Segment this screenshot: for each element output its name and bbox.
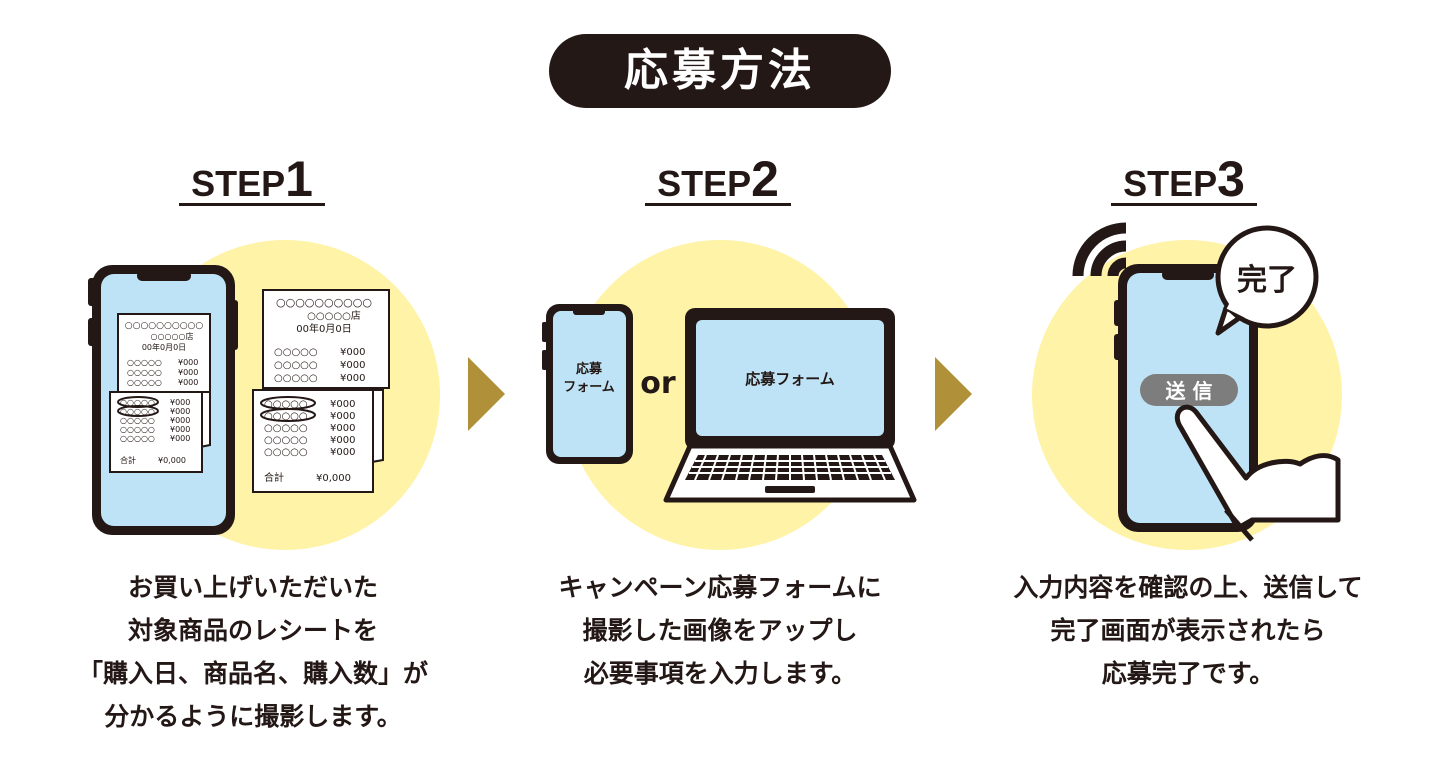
receipt-item: ○○○○○ [274, 373, 318, 384]
receipt-item: ○○○○○ [120, 425, 155, 434]
signal-icon [1072, 222, 1127, 277]
receipt-date: 00年0月0日 [142, 342, 186, 352]
step1-phone-receipt-top: ○○○○○○○○○○ ○○○○○店 00年0月0日 ○○○○○ ¥000 ○○○… [117, 313, 211, 393]
receipt-item: ○○○○○ [120, 434, 155, 443]
receipt-item: ○○○○○ [264, 423, 308, 434]
page-title: 応募方法 [549, 34, 891, 108]
step2-description: キャンペーン応募フォームに 撮影した画像をアップし 必要事項を入力します。 [500, 566, 940, 695]
step3-description-line: 応募完了です。 [1101, 659, 1275, 688]
step1-receipt-top: ○○○○○○○○○○ ○○○○○店 00年0月0日 ○○○○○ ¥000 ○○○… [262, 289, 390, 389]
step2-label: STEP [657, 163, 752, 204]
receipt-item: ○○○○○ [264, 399, 308, 410]
step2-laptop: 応募フォーム [663, 308, 917, 503]
receipt-shop-name: ○○○○○店 [307, 309, 361, 322]
receipt-price: ¥000 [330, 399, 355, 410]
receipt-price: ¥000 [330, 447, 355, 458]
phone-form-label-2: フォーム [563, 380, 615, 395]
step3-description-line: 完了画面が表示されたら [1050, 616, 1326, 645]
receipt-total-label: 合計 [120, 455, 136, 465]
receipt-shop-dots: ○○○○○○○○○○ [125, 321, 204, 331]
step3-underline [1111, 203, 1257, 206]
receipt-shop-name: ○○○○○店 [151, 331, 194, 341]
receipt-price: ¥000 [170, 416, 190, 425]
receipt-price: ¥000 [178, 378, 198, 387]
receipt-price: ¥000 [340, 347, 365, 358]
step1-description-line: 対象商品のレシートを [127, 616, 378, 645]
receipt-item: ○○○○○ [274, 347, 318, 358]
step2-description-line: 必要事項を入力します。 [583, 659, 857, 688]
step1-description-line: お買い上げいただいた [127, 573, 378, 602]
receipt-total-label: 合計 [264, 471, 284, 484]
step1-description: お買い上げいただいた 対象商品のレシートを 「購入日、商品名、購入数」が 分かる… [33, 566, 473, 738]
step3-label: STEP [1123, 163, 1218, 204]
receipt-price: ¥000 [178, 368, 198, 377]
receipt-price: ¥000 [340, 360, 365, 371]
receipt-item: ○○○○○ [264, 411, 308, 422]
receipt-total-value: ¥0,000 [316, 473, 351, 484]
receipt-price: ¥000 [330, 411, 355, 422]
receipt-item: ○○○○○ [120, 416, 155, 425]
send-button [1140, 374, 1238, 406]
receipt-item: ○○○○○ [127, 358, 162, 367]
step2-heading: STEP2 [644, 150, 792, 208]
receipt-shop-dots: ○○○○○○○○○○ [276, 296, 372, 309]
step3-heading: STEP3 [1110, 150, 1258, 208]
receipt-price: ¥000 [170, 398, 190, 407]
receipt-price: ¥000 [330, 423, 355, 434]
complete-speech-bubble: 完了 [1215, 225, 1319, 336]
or-text: or [640, 366, 676, 401]
receipt-item: ○○○○○ [120, 407, 155, 416]
laptop-form-label: 応募フォーム [745, 370, 835, 388]
receipt-item: ○○○○○ [127, 378, 162, 387]
step3-description-line: 入力内容を確認の上、送信して [1013, 573, 1363, 602]
receipt-date: 00年0月0日 [296, 322, 351, 335]
pointing-hand-icon [1174, 404, 1341, 542]
receipt-price: ¥000 [170, 407, 190, 416]
step1-underline [179, 203, 325, 206]
receipt-item: ○○○○○ [120, 398, 155, 407]
receipt-price: ¥000 [178, 358, 198, 367]
step2-description-line: 撮影した画像をアップし [582, 616, 858, 645]
receipt-price: ¥000 [330, 435, 355, 446]
step1-number: 1 [285, 151, 313, 207]
step1-phone-receipt-bottom: ○○○○○ ¥000 ○○○○○ ¥000 ○○○○○ ¥000 ○○○○○ ¥… [109, 391, 211, 473]
receipt-item: ○○○○○ [127, 368, 162, 377]
complete-label: 完了 [1237, 263, 1297, 298]
receipt-price: ¥000 [170, 425, 190, 434]
send-button-label: 送 信 [1166, 379, 1213, 403]
receipt-item: ○○○○○ [264, 447, 308, 458]
receipt-price: ¥000 [170, 434, 190, 443]
step1-description-line: 分かるように撮影します。 [104, 702, 402, 731]
receipt-item: ○○○○○ [264, 435, 308, 446]
step2-description-line: キャンペーン応募フォームに [558, 573, 882, 602]
step2-number: 2 [751, 151, 779, 207]
step-arrow-2 [935, 357, 972, 431]
receipt-total-value: ¥0,000 [158, 456, 186, 465]
step2-phone: 応募 フォーム [542, 304, 633, 464]
phone-form-label-1: 応募 [576, 361, 603, 377]
step1-heading: STEP1 [178, 150, 326, 208]
receipt-item: ○○○○○ [274, 360, 318, 371]
step1-receipt-bottom: ○○○○○ ¥000 ○○○○○ ¥000 ○○○○○ ¥000 ○○○○○ ¥… [252, 389, 384, 493]
step2-underline [645, 203, 791, 206]
step3-number: 3 [1217, 151, 1245, 207]
step-arrow-1 [468, 357, 505, 431]
step3-description: 入力内容を確認の上、送信して 完了画面が表示されたら 応募完了です。 [968, 566, 1408, 695]
receipt-price: ¥000 [340, 373, 365, 384]
step1-description-line: 「購入日、商品名、購入数」が [77, 659, 428, 688]
step1-label: STEP [191, 163, 286, 204]
